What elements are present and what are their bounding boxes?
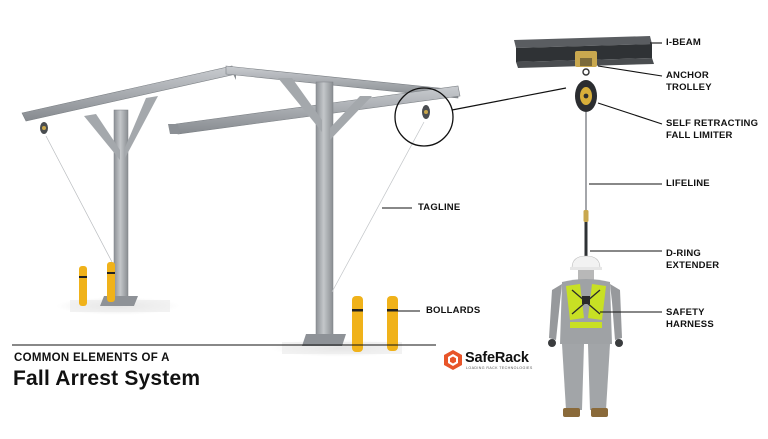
- label-safety-harness: SAFETY HARNESS: [666, 307, 714, 331]
- label-self-retracting: SELF RETRACTING FALL LIMITER: [666, 118, 758, 142]
- saferack-logo: SafeRack LOADING RACK TECHNOLOGIES: [444, 349, 534, 373]
- label-self-retracting-line2: FALL LIMITER: [666, 130, 733, 141]
- saferack-logo-icon: [444, 350, 462, 370]
- label-self-retracting-line1: SELF RETRACTING: [666, 118, 759, 129]
- anchor-trolley: [575, 51, 597, 76]
- detail-callout: [394, 87, 567, 147]
- lifeline: [583, 112, 589, 258]
- label-anchor-trolley-line2: TROLLEY: [666, 82, 712, 93]
- leader-lines: [382, 42, 663, 313]
- label-tagline-text: TAGLINE: [418, 202, 461, 213]
- label-safety-harness-line1: SAFETY: [666, 307, 705, 318]
- label-tagline: TAGLINE: [418, 202, 460, 214]
- label-d-ring-extender: D-RING EXTENDER: [666, 248, 719, 272]
- label-d-ring-line1: D-RING: [666, 248, 701, 259]
- label-i-beam-text: I-BEAM: [666, 37, 701, 48]
- label-anchor-trolley: ANCHOR TROLLEY: [666, 70, 712, 94]
- label-safety-harness-line2: HARNESS: [666, 319, 714, 330]
- page-title: Fall Arrest System: [13, 367, 201, 390]
- logo-wordmark: SafeRack: [465, 350, 529, 366]
- logo-tagline: LOADING RACK TECHNOLOGIES: [466, 366, 533, 370]
- label-bollards: BOLLARDS: [426, 305, 480, 317]
- front-structure: [278, 78, 372, 346]
- label-i-beam: I-BEAM: [666, 37, 701, 49]
- rear-structure: [21, 65, 237, 306]
- label-lifeline-text: LIFELINE: [666, 178, 710, 189]
- structure-srl-devices: [40, 105, 430, 134]
- label-d-ring-line2: EXTENDER: [666, 260, 720, 271]
- worker-figure: [548, 255, 623, 417]
- label-bollards-text: BOLLARDS: [426, 305, 481, 316]
- srl-device: [575, 80, 597, 112]
- title-subheading: COMMON ELEMENTS OF A: [14, 352, 170, 364]
- label-lifeline: LIFELINE: [666, 178, 710, 190]
- label-anchor-trolley-line1: ANCHOR: [666, 70, 709, 81]
- bollards: [79, 262, 398, 352]
- taglines: [45, 121, 425, 293]
